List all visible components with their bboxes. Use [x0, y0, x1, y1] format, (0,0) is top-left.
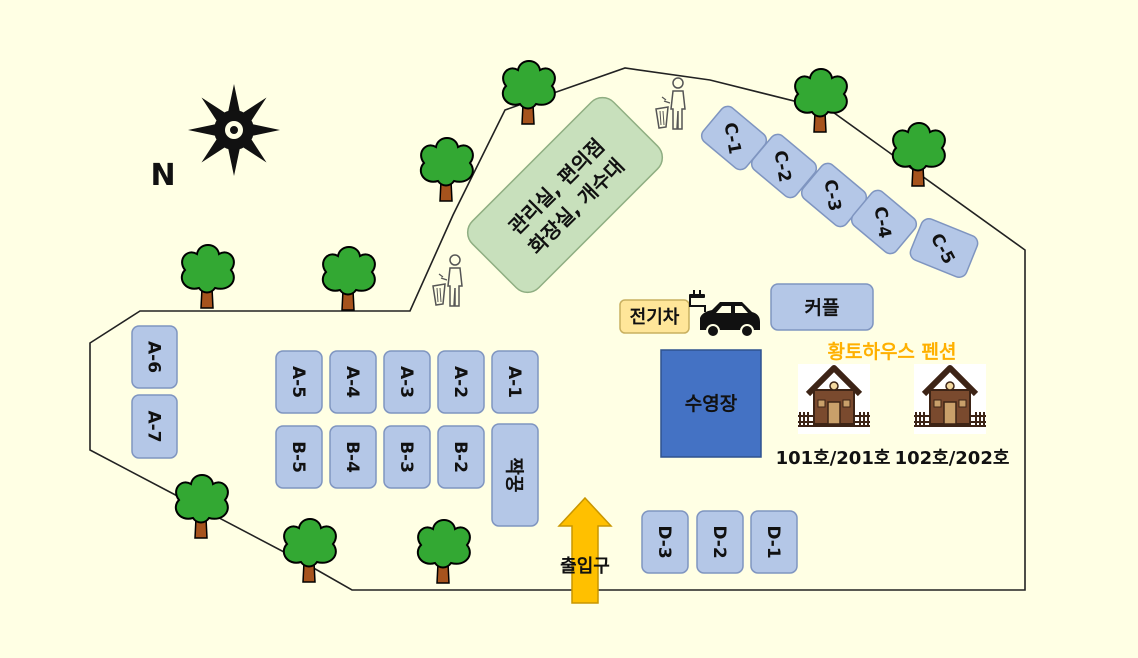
tree-icon: [321, 246, 376, 311]
site-couple[interactable]: 커플: [770, 283, 874, 331]
facility-building[interactable]: 관리실, 편의점 화장실, 개수대: [461, 91, 669, 299]
trash-can-icon: [655, 77, 686, 130]
site-label: A-6: [144, 341, 164, 373]
site-label: A-5: [288, 366, 308, 398]
tree-icon: [174, 474, 229, 539]
site-a-4[interactable]: A-4: [329, 350, 377, 414]
site-pair[interactable]: 짝꿍: [491, 423, 539, 527]
site-b-3[interactable]: B-3: [383, 425, 431, 489]
cabin-icon: [914, 364, 986, 434]
site-d-1[interactable]: D-1: [750, 510, 798, 574]
entrance-arrow: [557, 496, 613, 604]
tree-icon: [793, 68, 848, 133]
site-a-3[interactable]: A-3: [383, 350, 431, 414]
pension-unit-label[interactable]: 101호/201호: [776, 448, 891, 469]
site-b-4[interactable]: B-4: [329, 425, 377, 489]
tree-icon: [891, 122, 946, 187]
tree-icon: [416, 519, 471, 584]
site-label: 커플: [805, 297, 840, 319]
site-b-2[interactable]: B-2: [437, 425, 485, 489]
compass-label: N: [150, 158, 175, 193]
site-label: A-3: [396, 366, 416, 398]
site-d-2[interactable]: D-2: [696, 510, 744, 574]
site-label: A-1: [504, 366, 524, 398]
site-c-2[interactable]: C-2: [748, 131, 819, 201]
site-d-3[interactable]: D-3: [641, 510, 689, 574]
site-label: B-3: [396, 441, 416, 473]
tree-icon: [282, 518, 337, 583]
pension-title: 황토하우스 펜션: [828, 340, 957, 363]
site-a-7[interactable]: A-7: [131, 394, 178, 459]
site-c-5[interactable]: C-5: [908, 216, 980, 279]
site-label: D-3: [654, 525, 674, 558]
site-a-2[interactable]: A-2: [437, 350, 485, 414]
site-label: D-1: [763, 525, 783, 558]
site-label: 짝꿍: [503, 458, 525, 493]
site-a-1[interactable]: A-1: [491, 350, 539, 414]
cabin-icon: [798, 364, 870, 434]
pension-unit-label[interactable]: 102호/202호: [895, 448, 1010, 469]
compass-icon: [188, 84, 280, 176]
site-label: A-7: [144, 410, 164, 442]
electric-car-icon: [689, 290, 760, 338]
tree-icon: [501, 60, 556, 125]
site-label: B-5: [288, 441, 308, 473]
ev-label: 전기차: [630, 307, 680, 328]
site-b-5[interactable]: B-5: [275, 425, 323, 489]
tree-icon: [180, 244, 235, 309]
site-a-6[interactable]: A-6: [131, 325, 178, 389]
site-label: A-4: [342, 366, 362, 398]
site-c-1[interactable]: C-1: [698, 103, 769, 173]
trash-can-icon: [432, 254, 463, 307]
site-label: A-2: [450, 366, 470, 398]
ev-charging[interactable]: 전기차: [619, 299, 690, 334]
pool-label: 수영장: [685, 393, 738, 415]
swimming-pool[interactable]: 수영장: [660, 349, 762, 458]
site-label: B-4: [342, 441, 362, 473]
site-c-4[interactable]: C-4: [848, 187, 919, 257]
entrance-label: 출입구: [560, 555, 610, 577]
site-label: D-2: [709, 525, 729, 558]
site-label: B-2: [450, 441, 470, 473]
site-a-5[interactable]: A-5: [275, 350, 323, 414]
